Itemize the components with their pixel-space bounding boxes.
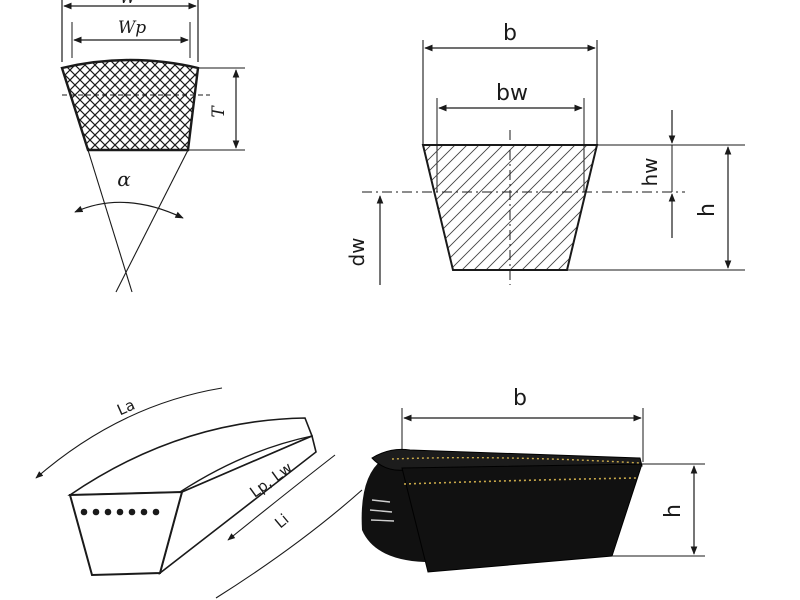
angle-label: α [117, 167, 131, 191]
pitch-width-label-bw: bw [496, 81, 528, 106]
cord-dots [80, 508, 160, 516]
belt-height-label: h [661, 504, 686, 518]
top-right-section-diagram: b bw hw h dw [345, 21, 745, 285]
outer-length-label: La [114, 396, 137, 420]
belt-width-label: b [513, 386, 527, 411]
bottom-right-belt-illustration: b h [361, 386, 705, 573]
pitch-height-label-hw: hw [638, 157, 662, 186]
top-left-section-diagram: W Wp α T [60, 0, 245, 293]
bottom-left-length-diagram: La Lp, Lw Li [35, 387, 363, 599]
inner-length-label: Li [271, 510, 292, 532]
width-label-b: b [503, 21, 517, 46]
height-label-h: h [695, 203, 720, 217]
pitch-diameter-label-dw: dw [345, 237, 369, 266]
top-width-label: W [120, 0, 138, 7]
height-label: T [209, 105, 229, 118]
pitch-width-label: Wp [118, 18, 146, 38]
